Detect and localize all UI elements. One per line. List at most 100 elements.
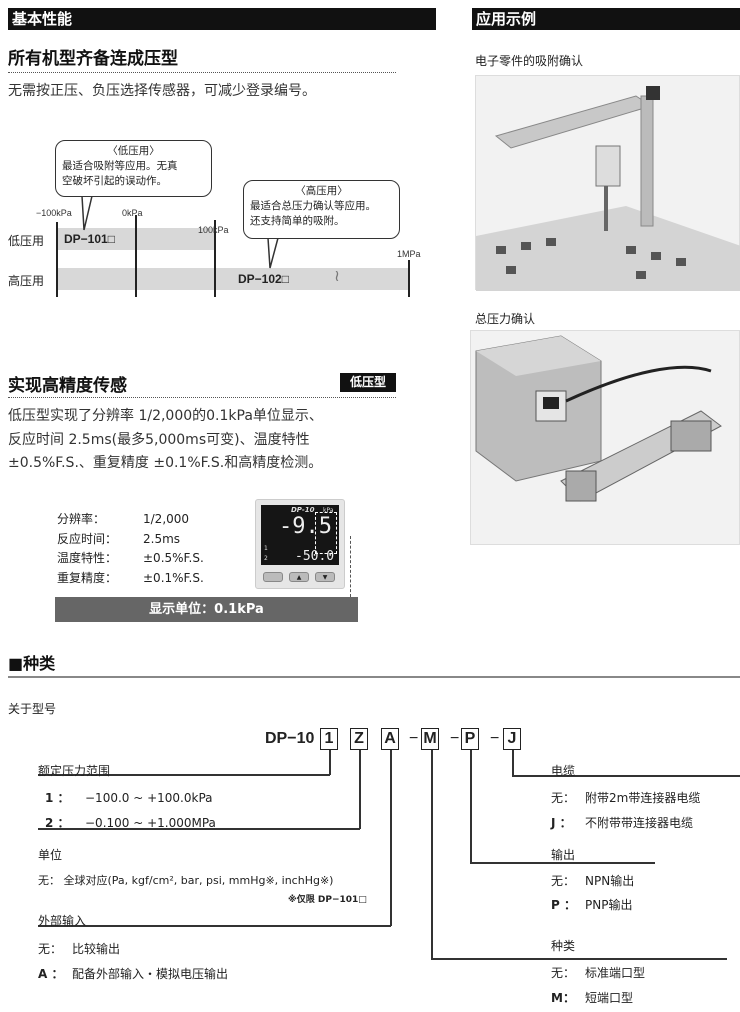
caption-component-suction: 电子零件的吸附确认 <box>475 54 584 68</box>
spec-value: 1/2,000 <box>143 512 190 526</box>
caption-total-pressure: 总压力确认 <box>475 312 536 326</box>
code-box-ext: A <box>381 728 399 750</box>
tick-label: 100kPa <box>198 225 229 235</box>
code-box-kind: M <box>421 728 439 750</box>
dash: − <box>490 730 500 747</box>
spec-value: ±0.5%F.S. <box>143 551 204 565</box>
option-key: 1 ： <box>45 791 70 805</box>
model-dp102: DP−102□ <box>238 272 289 286</box>
tick-line <box>408 260 410 297</box>
mode-button <box>263 572 283 582</box>
connector <box>470 750 472 863</box>
option-value: 标准端口型 <box>585 966 646 980</box>
divider <box>8 72 396 73</box>
option-key: J ： <box>551 816 572 830</box>
kind-title: 种类 <box>551 939 576 953</box>
option-value: 不附带带连接器电缆 <box>585 816 694 830</box>
connector <box>38 828 360 830</box>
cable-title: 电缆 <box>551 764 576 778</box>
high-pressure-bar <box>57 268 408 290</box>
tick-label: 0kPa <box>122 208 143 218</box>
channel-2: 2 <box>264 555 268 562</box>
unit-note: ※仅限 DP−101□ <box>288 895 367 905</box>
section-header-application-examples: 应用示例 <box>472 8 740 30</box>
model-subtitle: 关于型号 <box>8 702 57 716</box>
bubble-low-pressure: 〈低压用〉 最适合吸附等应用。无真 空破坏引起的误动作。 <box>55 140 212 197</box>
bubble-text: 最适合总压力确认等应用。 <box>250 200 376 212</box>
option-value: 附带2m带连接器电缆 <box>585 791 701 805</box>
option-value: 配备外部输入・模拟电压输出 <box>72 967 229 981</box>
option-value: −100.0 ~ +100.0kPa <box>85 791 213 805</box>
option-value: 短端口型 <box>585 991 634 1005</box>
divider <box>8 397 396 398</box>
break-icon: ≀ <box>334 266 340 285</box>
channel-1: 1 <box>264 545 268 552</box>
highlight-frame <box>315 512 337 554</box>
row-label-low: 低压用 <box>8 234 45 248</box>
option-key: 无： <box>551 791 576 805</box>
connector <box>38 925 391 927</box>
display-unit-banner: 显示单位：0.1kPa <box>55 597 358 622</box>
bubble-text: 空破坏引起的误动作。 <box>62 175 167 187</box>
lcd-screen: DP-10 kPa -9.5 -50.0 1 2 <box>261 505 339 565</box>
connector <box>329 750 331 775</box>
option-key: 无： <box>551 874 576 888</box>
tick-label: 1MPa <box>397 249 421 259</box>
code-box-range: 1 <box>320 728 338 750</box>
code-box-unit: Z <box>350 728 368 750</box>
section2-title: 实现高精度传感 <box>8 376 127 396</box>
display-sub-value: -50.0 <box>295 549 335 564</box>
spec-key: 重复精度： <box>57 570 118 585</box>
spec-value: ±0.1%F.S. <box>143 570 204 585</box>
section2-desc: ±0.5%F.S.、重复精度 ±0.1%F.S.和高精度检测。 <box>8 455 323 471</box>
connector <box>38 774 330 776</box>
down-button: ▼ <box>315 572 335 582</box>
display-model: DP-10 <box>291 506 315 514</box>
connector <box>512 750 514 776</box>
spec-list: 分辨率：1/2,000 反应时间：2.5ms 温度特性：±0.5%F.S. 重复… <box>57 510 204 588</box>
callout-line <box>350 536 352 597</box>
model-prefix: DP−10 <box>265 730 315 747</box>
connector <box>359 750 361 829</box>
unit-title: 单位 <box>38 848 63 862</box>
connector <box>431 958 727 960</box>
suction-application-image <box>475 75 740 291</box>
option-key: A ： <box>38 967 64 981</box>
option-key: M： <box>551 991 575 1005</box>
section1-desc: 无需按正压、负压选择传感器，可减少登录编号。 <box>8 83 316 99</box>
option-value: −0.100 ~ +1.000MPa <box>85 816 216 830</box>
section2-desc: 反应时间 2.5ms(最多5,000ms可变)、温度特性 <box>8 432 310 448</box>
total-pressure-application-image <box>470 330 740 545</box>
model-dp101: DP−101□ <box>64 232 115 246</box>
spec-key: 温度特性： <box>57 551 118 565</box>
output-title: 输出 <box>551 848 576 862</box>
unit-option: 无： 全球对应(Pa, kgf/cm², bar, psi, mmHg※, in… <box>38 874 334 887</box>
option-key: 无： <box>38 942 63 956</box>
tick-line <box>56 222 58 297</box>
display-main-value: -9.5 <box>279 514 332 539</box>
connector <box>431 750 433 959</box>
ext-title: 外部输入 <box>38 914 87 928</box>
types-title: ■种类 <box>8 654 56 673</box>
low-pressure-tag: 低压型 <box>340 373 396 392</box>
option-value: 比较输出 <box>72 942 121 956</box>
tick-label: −100kPa <box>36 208 72 218</box>
spec-key: 分辨率： <box>57 512 106 526</box>
bubble-pointers <box>81 195 279 269</box>
section-header-basic-performance: 基本性能 <box>8 8 436 30</box>
spec-key: 反应时间： <box>57 531 118 546</box>
connector <box>470 862 655 864</box>
display-unit: kPa <box>323 507 334 514</box>
bubble-text: 最适合吸附等应用。无真 <box>62 160 178 172</box>
tick-line <box>135 215 137 297</box>
dash: − <box>409 730 419 747</box>
row-label-high: 高压用 <box>8 274 45 288</box>
option-value: NPN输出 <box>585 874 635 888</box>
range-title: 额定压力范围 <box>38 764 111 778</box>
pick-and-place-illustration <box>476 86 740 291</box>
option-key: 2 ： <box>45 816 70 830</box>
code-box-cable: J <box>503 728 521 750</box>
up-button: ▲ <box>289 572 309 582</box>
bubble-title: 〈低压用〉 <box>107 145 160 157</box>
cylinder-illustration <box>475 335 722 502</box>
